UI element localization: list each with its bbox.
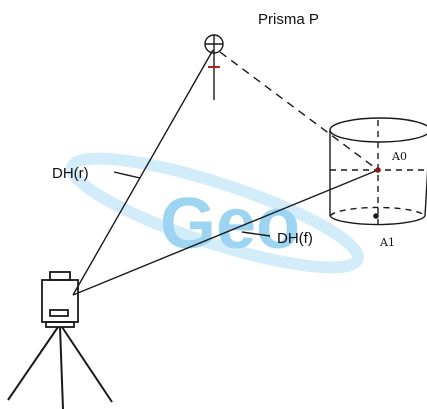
total-station-icon [41,271,79,328]
tripod-leg-right [61,326,113,403]
tripod-icon [7,326,113,409]
watermark-text: Geo [160,184,300,264]
dh-r-label: DH(r) [52,165,89,182]
a1-label: A1 [379,236,395,249]
prism-target-icon [204,34,224,100]
watermark-ring [66,152,364,274]
line-to-cylinder-center [72,169,379,296]
point-a0 [375,167,381,173]
cylinder-right-side [424,169,427,217]
cylinder-object-icon [329,117,427,228]
a0-label: A0 [391,150,407,163]
line-prism-to-cylinder [219,51,379,171]
sight-lines [72,49,379,296]
dh-f-label: DH(f) [277,230,313,247]
line-to-prism [72,49,214,296]
point-a1 [373,213,379,219]
tripod-leg-left [7,326,59,401]
cylinder-bottom-back [329,206,426,217]
tripod-leg-center [59,326,64,409]
prism-label: Prisma P [258,11,319,28]
station-display [49,309,69,317]
dh-r-leader [113,171,141,179]
station-handle [49,271,71,281]
station-base [45,321,75,328]
watermark: Geo [66,152,364,274]
dh-f-leader [241,231,271,237]
